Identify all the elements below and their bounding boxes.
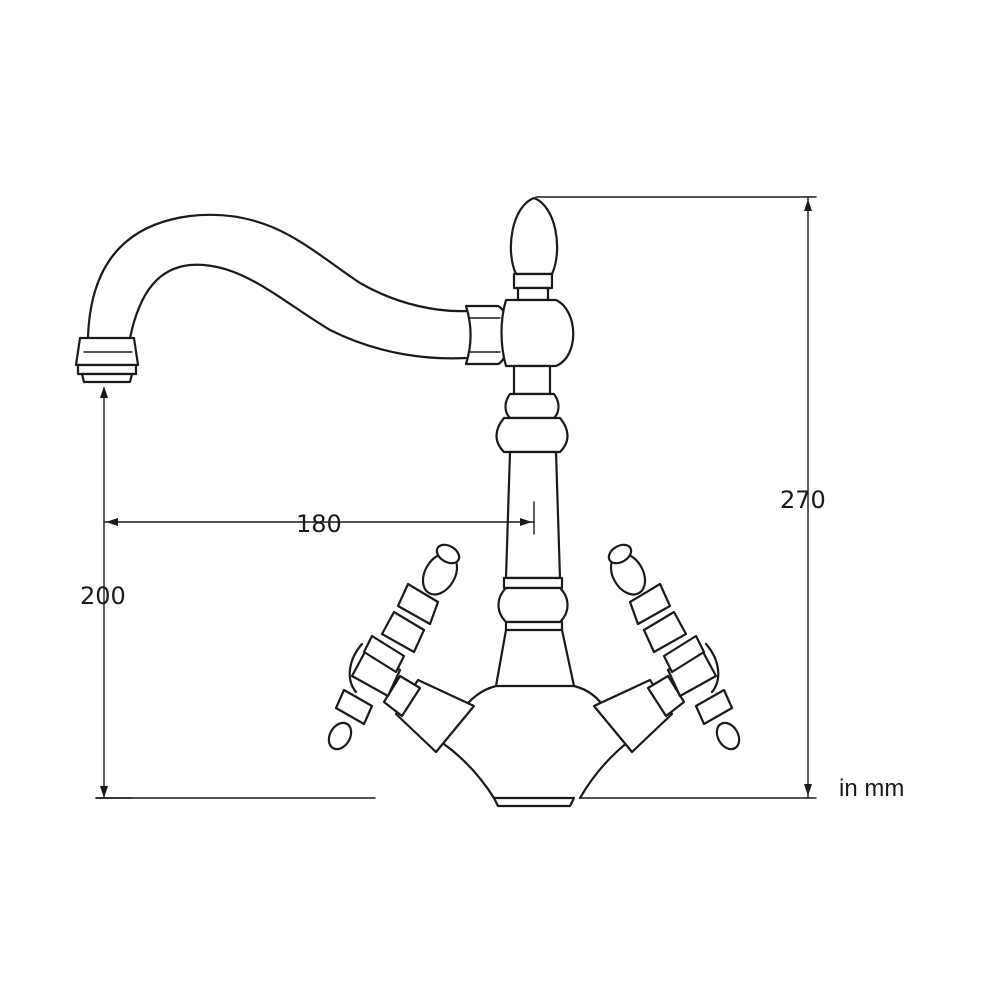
spout — [74, 213, 468, 384]
ball-joint — [500, 298, 575, 368]
reach-dimension-label: 180 — [296, 510, 342, 538]
dimension-lines — [95, 196, 817, 799]
height-270-dimension — [535, 196, 817, 799]
left-handle — [327, 543, 476, 754]
right-handle — [592, 543, 741, 754]
reach-180-dimension — [103, 501, 535, 535]
height-200-dimension — [95, 386, 133, 799]
spout-collar — [464, 304, 510, 366]
spout-height-dimension-label: 200 — [80, 582, 126, 610]
top-finial — [509, 196, 559, 302]
column-upper — [495, 364, 569, 454]
column-shaft — [502, 450, 564, 590]
column-lower — [497, 586, 569, 632]
total-height-dimension-label: 270 — [780, 486, 826, 514]
faucet-outline — [74, 196, 741, 808]
units-label: in mm — [839, 775, 904, 802]
